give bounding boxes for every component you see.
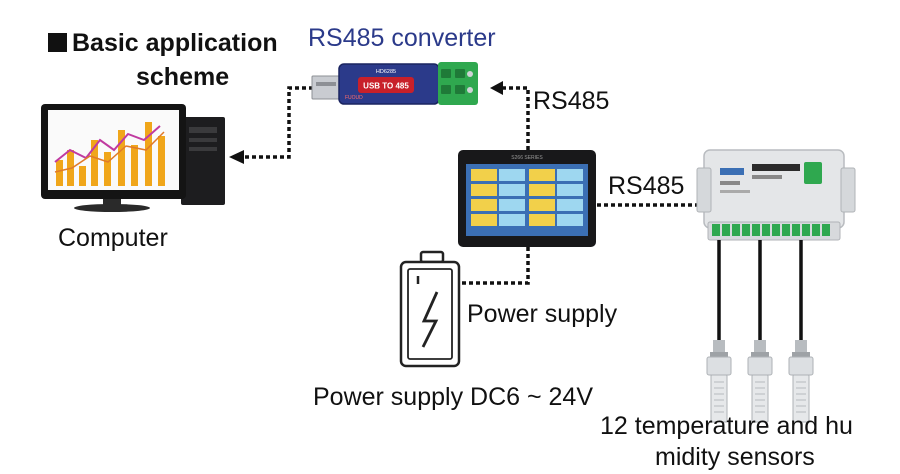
computer-icon (41, 104, 225, 212)
hmi-to-power-line (460, 247, 530, 285)
rs485-right-label: RS485 (608, 172, 685, 200)
panel-header-text: S266 SERIES (511, 155, 543, 161)
sensor-icon (706, 340, 732, 423)
power-supply-label: Power supply (467, 300, 618, 328)
battery-power-icon (399, 250, 461, 368)
scheme-title: Basic application scheme (48, 26, 278, 94)
arrow-to-computer-icon (229, 150, 244, 164)
acquisition-module-icon (696, 149, 856, 241)
title-line-2: scheme (136, 63, 230, 91)
sensor-icon (788, 340, 814, 423)
panel-grid (471, 169, 583, 226)
sensor-wires (717, 240, 803, 346)
temperature-humidity-sensors (706, 340, 814, 423)
sensors-label-line-1: 12 temperature and hu (600, 412, 853, 440)
converter-model-text: HD6285 (376, 69, 396, 75)
title-line-1: Basic application (72, 29, 278, 57)
rs485-top-label: RS485 (533, 87, 610, 115)
square-bullet-icon (48, 33, 67, 52)
sensors-label-line-2: midity sensors (655, 443, 815, 471)
converter-main-text: USB TO 485 (363, 82, 409, 91)
usb-rs485-converter-icon: USB TO 485 HD6285 FUOUD (311, 62, 478, 105)
sensor-icon (747, 340, 773, 423)
converter-label: RS485 converter (308, 24, 496, 52)
arrow-to-converter-icon (490, 81, 503, 95)
converter-side-text: FUOUD (345, 95, 363, 101)
hmi-to-converter-line (503, 86, 530, 150)
hmi-touch-panel-icon: S266 SERIES (458, 150, 596, 247)
computer-label: Computer (58, 224, 168, 252)
power-spec-label: Power supply DC6 ~ 24V (313, 383, 594, 411)
usb-to-computer-line (244, 86, 320, 159)
connection-lines (244, 86, 697, 285)
